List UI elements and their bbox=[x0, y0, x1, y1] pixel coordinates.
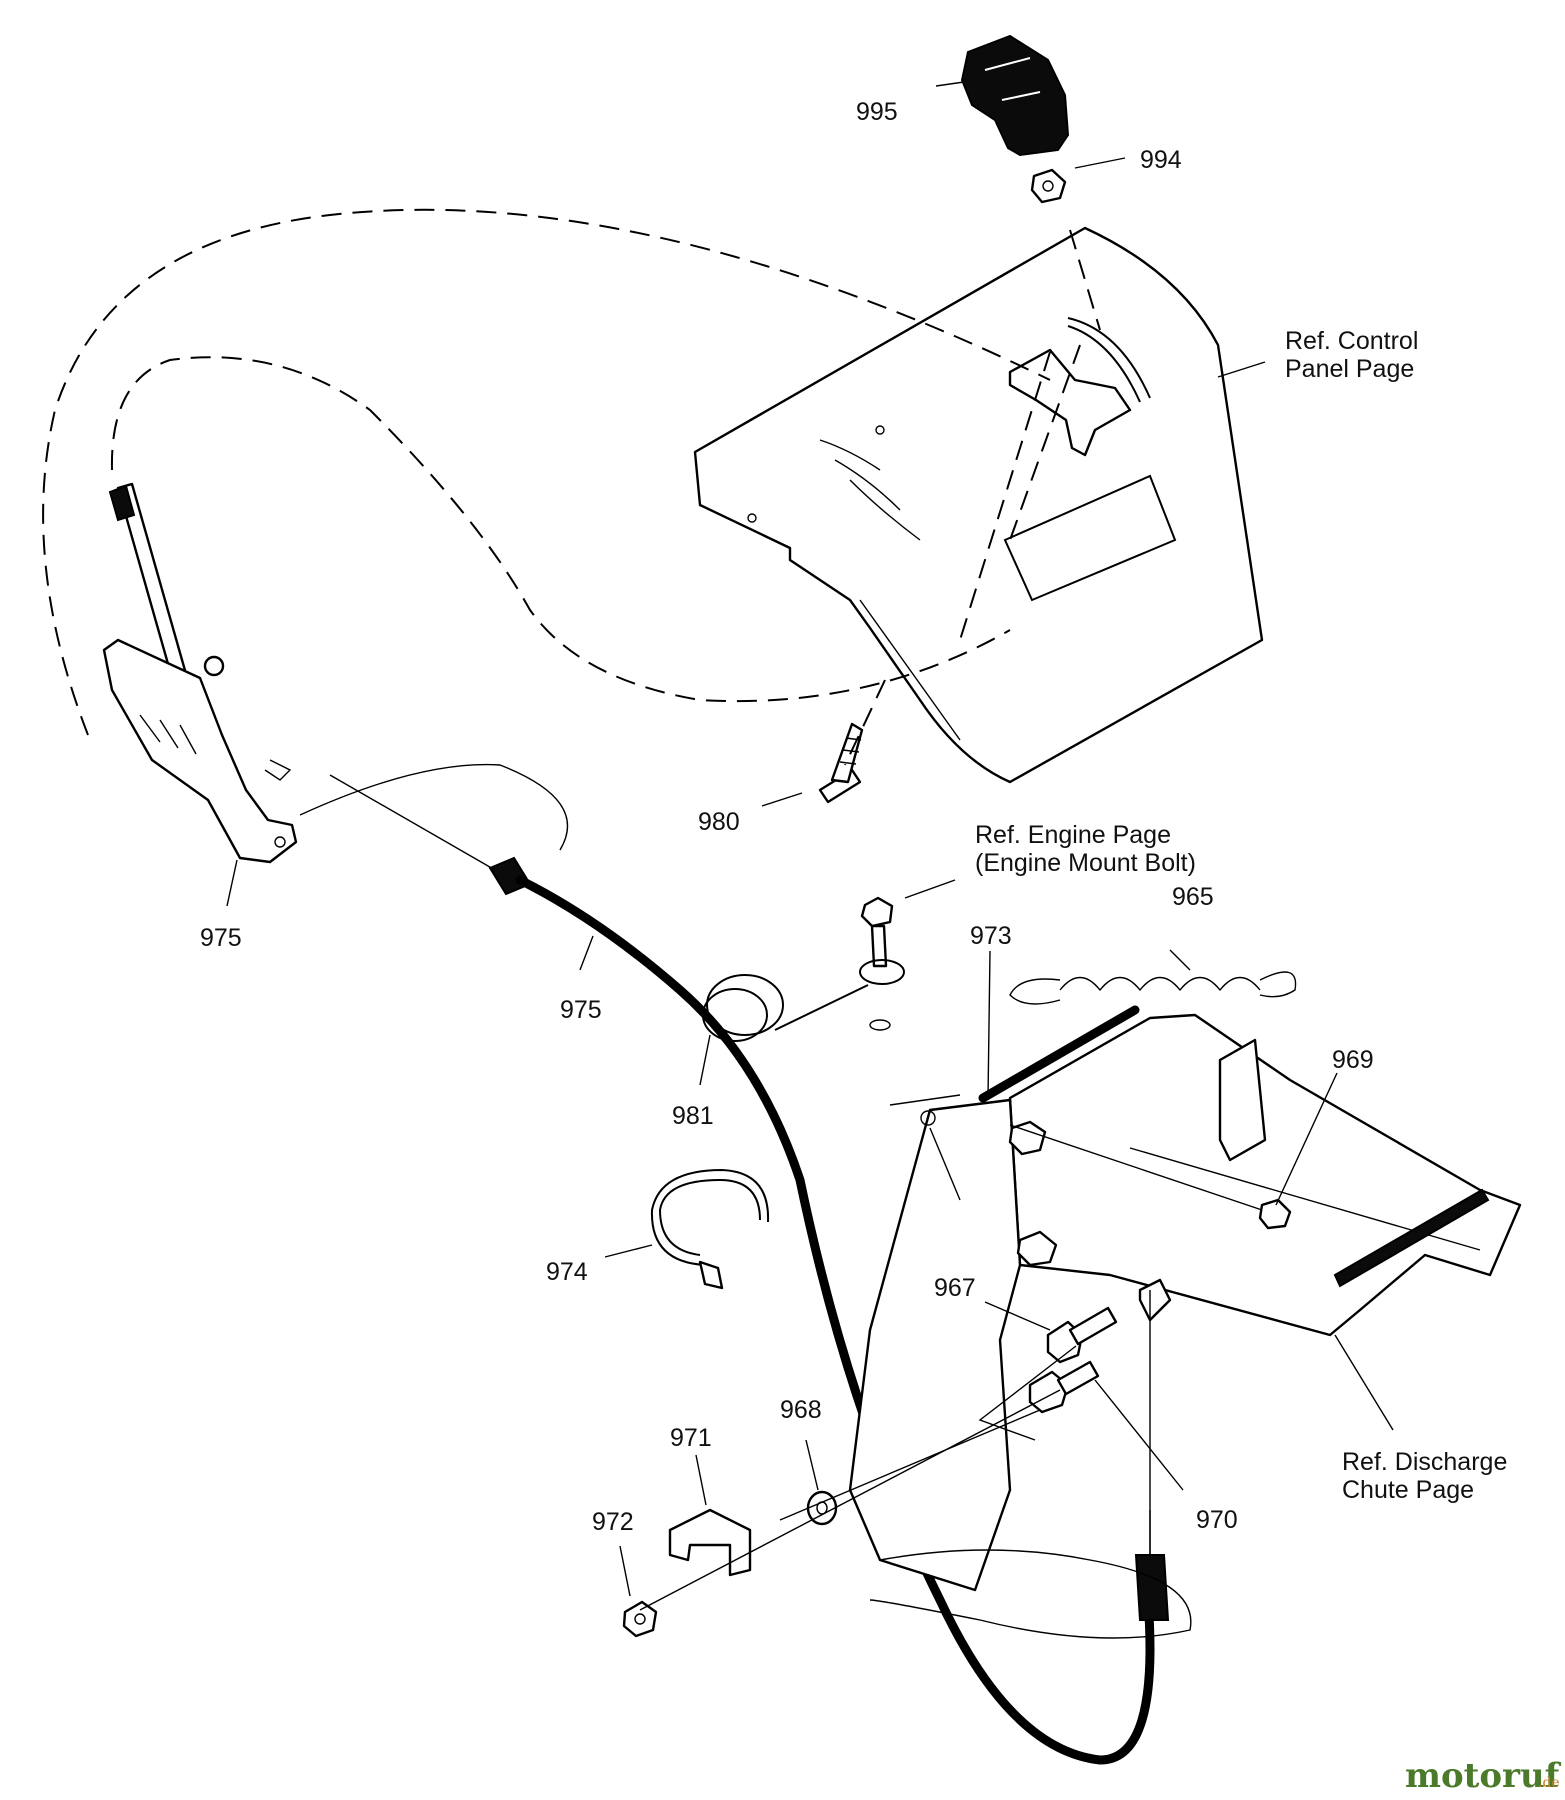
callout-994: 994 bbox=[1140, 146, 1182, 174]
assembly-lines bbox=[42, 208, 1263, 1611]
callout-972: 972 bbox=[592, 1508, 634, 1536]
callout-995: 995 bbox=[856, 98, 898, 126]
callout-975-cable: 975 bbox=[560, 996, 602, 1024]
leader-lines bbox=[226, 81, 1394, 1597]
watermark-brand: motoruf bbox=[1405, 1756, 1562, 1796]
shift-knob-part bbox=[960, 34, 1070, 157]
bolt-967-part bbox=[1046, 1306, 1118, 1364]
clip-971-part bbox=[668, 1508, 752, 1577]
ref-engine-line2: (Engine Mount Bolt) bbox=[975, 849, 1196, 877]
screw-980-part bbox=[818, 722, 864, 804]
watermark-logo: motoruf .de bbox=[1405, 1756, 1562, 1796]
callouts: 995 994 980 975 975 981 974 973 965 969 … bbox=[200, 98, 1374, 1536]
discharge-chute-bracket-part bbox=[848, 1013, 1522, 1639]
nut-972-part bbox=[622, 1600, 658, 1638]
callout-973: 973 bbox=[970, 922, 1012, 950]
ref-control-panel-line1: Ref. Control bbox=[1285, 327, 1418, 355]
watermark-suffix: .de bbox=[1538, 1775, 1560, 1791]
reference-notes: Ref. Control Panel Page Ref. Engine Page… bbox=[975, 327, 1507, 1504]
callout-980: 980 bbox=[698, 808, 740, 836]
ref-engine-line1: Ref. Engine Page bbox=[975, 821, 1171, 849]
bolt-970-part bbox=[1028, 1278, 1172, 1414]
callout-969: 969 bbox=[1332, 1046, 1374, 1074]
ref-control-panel-line2: Panel Page bbox=[1285, 355, 1414, 383]
shift-lever-part bbox=[102, 482, 298, 864]
spring-965-part bbox=[1009, 971, 1297, 1005]
callout-981: 981 bbox=[672, 1102, 714, 1130]
callout-974: 974 bbox=[546, 1258, 588, 1286]
callout-965: 965 bbox=[1172, 883, 1214, 911]
ref-discharge-line1: Ref. Discharge bbox=[1342, 1448, 1507, 1476]
callout-967: 967 bbox=[934, 1274, 976, 1302]
cable-clip-974-part bbox=[650, 1168, 770, 1290]
ref-discharge-line2: Chute Page bbox=[1342, 1476, 1474, 1504]
callout-975-lever: 975 bbox=[200, 924, 242, 952]
callout-971: 971 bbox=[670, 1424, 712, 1452]
callout-970: 970 bbox=[1196, 1506, 1238, 1534]
callout-968: 968 bbox=[780, 1396, 822, 1424]
rod-973-part bbox=[978, 1005, 1140, 1103]
engine-mount-bolt-part bbox=[859, 896, 905, 1031]
cable-coil-part bbox=[702, 974, 869, 1042]
nut-994-part bbox=[1030, 168, 1067, 204]
